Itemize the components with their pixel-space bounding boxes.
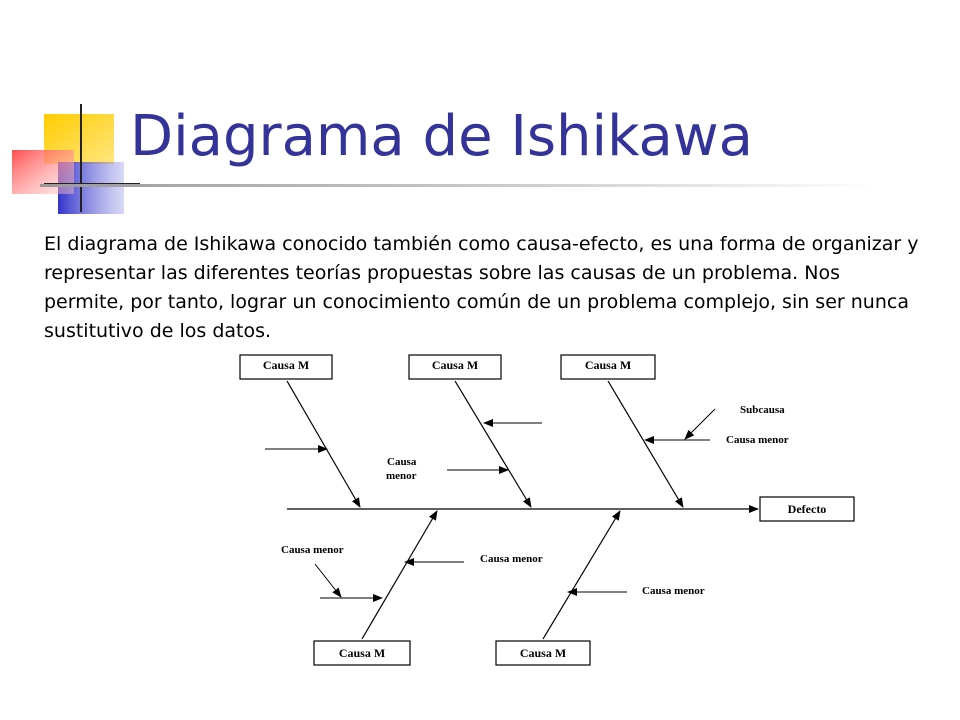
bone-bottom-left [361, 510, 438, 640]
cause-label: Causa M [585, 358, 631, 372]
minor-cause-label: Causa menor [642, 585, 705, 597]
cause-box-bottom-left: Causa M [313, 640, 411, 666]
slide-title: Diagrama de Ishikawa [130, 104, 753, 169]
bone-top-center [454, 380, 532, 508]
effect-box: Defecto [759, 496, 855, 522]
cause-label: Causa M [520, 646, 566, 660]
bone-top-left [286, 380, 361, 508]
logo-red-square [12, 150, 74, 194]
cause-box-top-right: Causa M [560, 354, 656, 380]
subcause-label: Subcausa [740, 404, 785, 416]
minor-cause-label: Causa [387, 456, 417, 468]
cause-box-top-center: Causa M [408, 354, 502, 380]
minor-cause-label: menor [386, 470, 417, 482]
minor-cause-label: Causa menor [726, 434, 789, 446]
subcause-arrow [684, 408, 716, 440]
slide-logo [12, 104, 140, 214]
minor-arrow-6 [314, 563, 342, 598]
cause-box-bottom-right: Causa M [495, 640, 591, 666]
cause-label: Causa M [432, 358, 478, 372]
cause-label: Causa M [263, 358, 309, 372]
ishikawa-diagram: Defecto Causa M Causa M Causa M Causa M … [235, 352, 855, 668]
title-divider [40, 184, 880, 187]
bone-top-right [607, 380, 684, 508]
minor-cause-label: Causa menor [281, 544, 344, 556]
cause-box-top-left: Causa M [239, 354, 333, 380]
effect-label: Defecto [788, 502, 827, 516]
minor-cause-label: Causa menor [480, 553, 543, 565]
bone-bottom-right [542, 510, 621, 640]
cause-label: Causa M [339, 646, 385, 660]
slide-paragraph: El diagrama de Ishikawa conocido también… [44, 233, 919, 342]
